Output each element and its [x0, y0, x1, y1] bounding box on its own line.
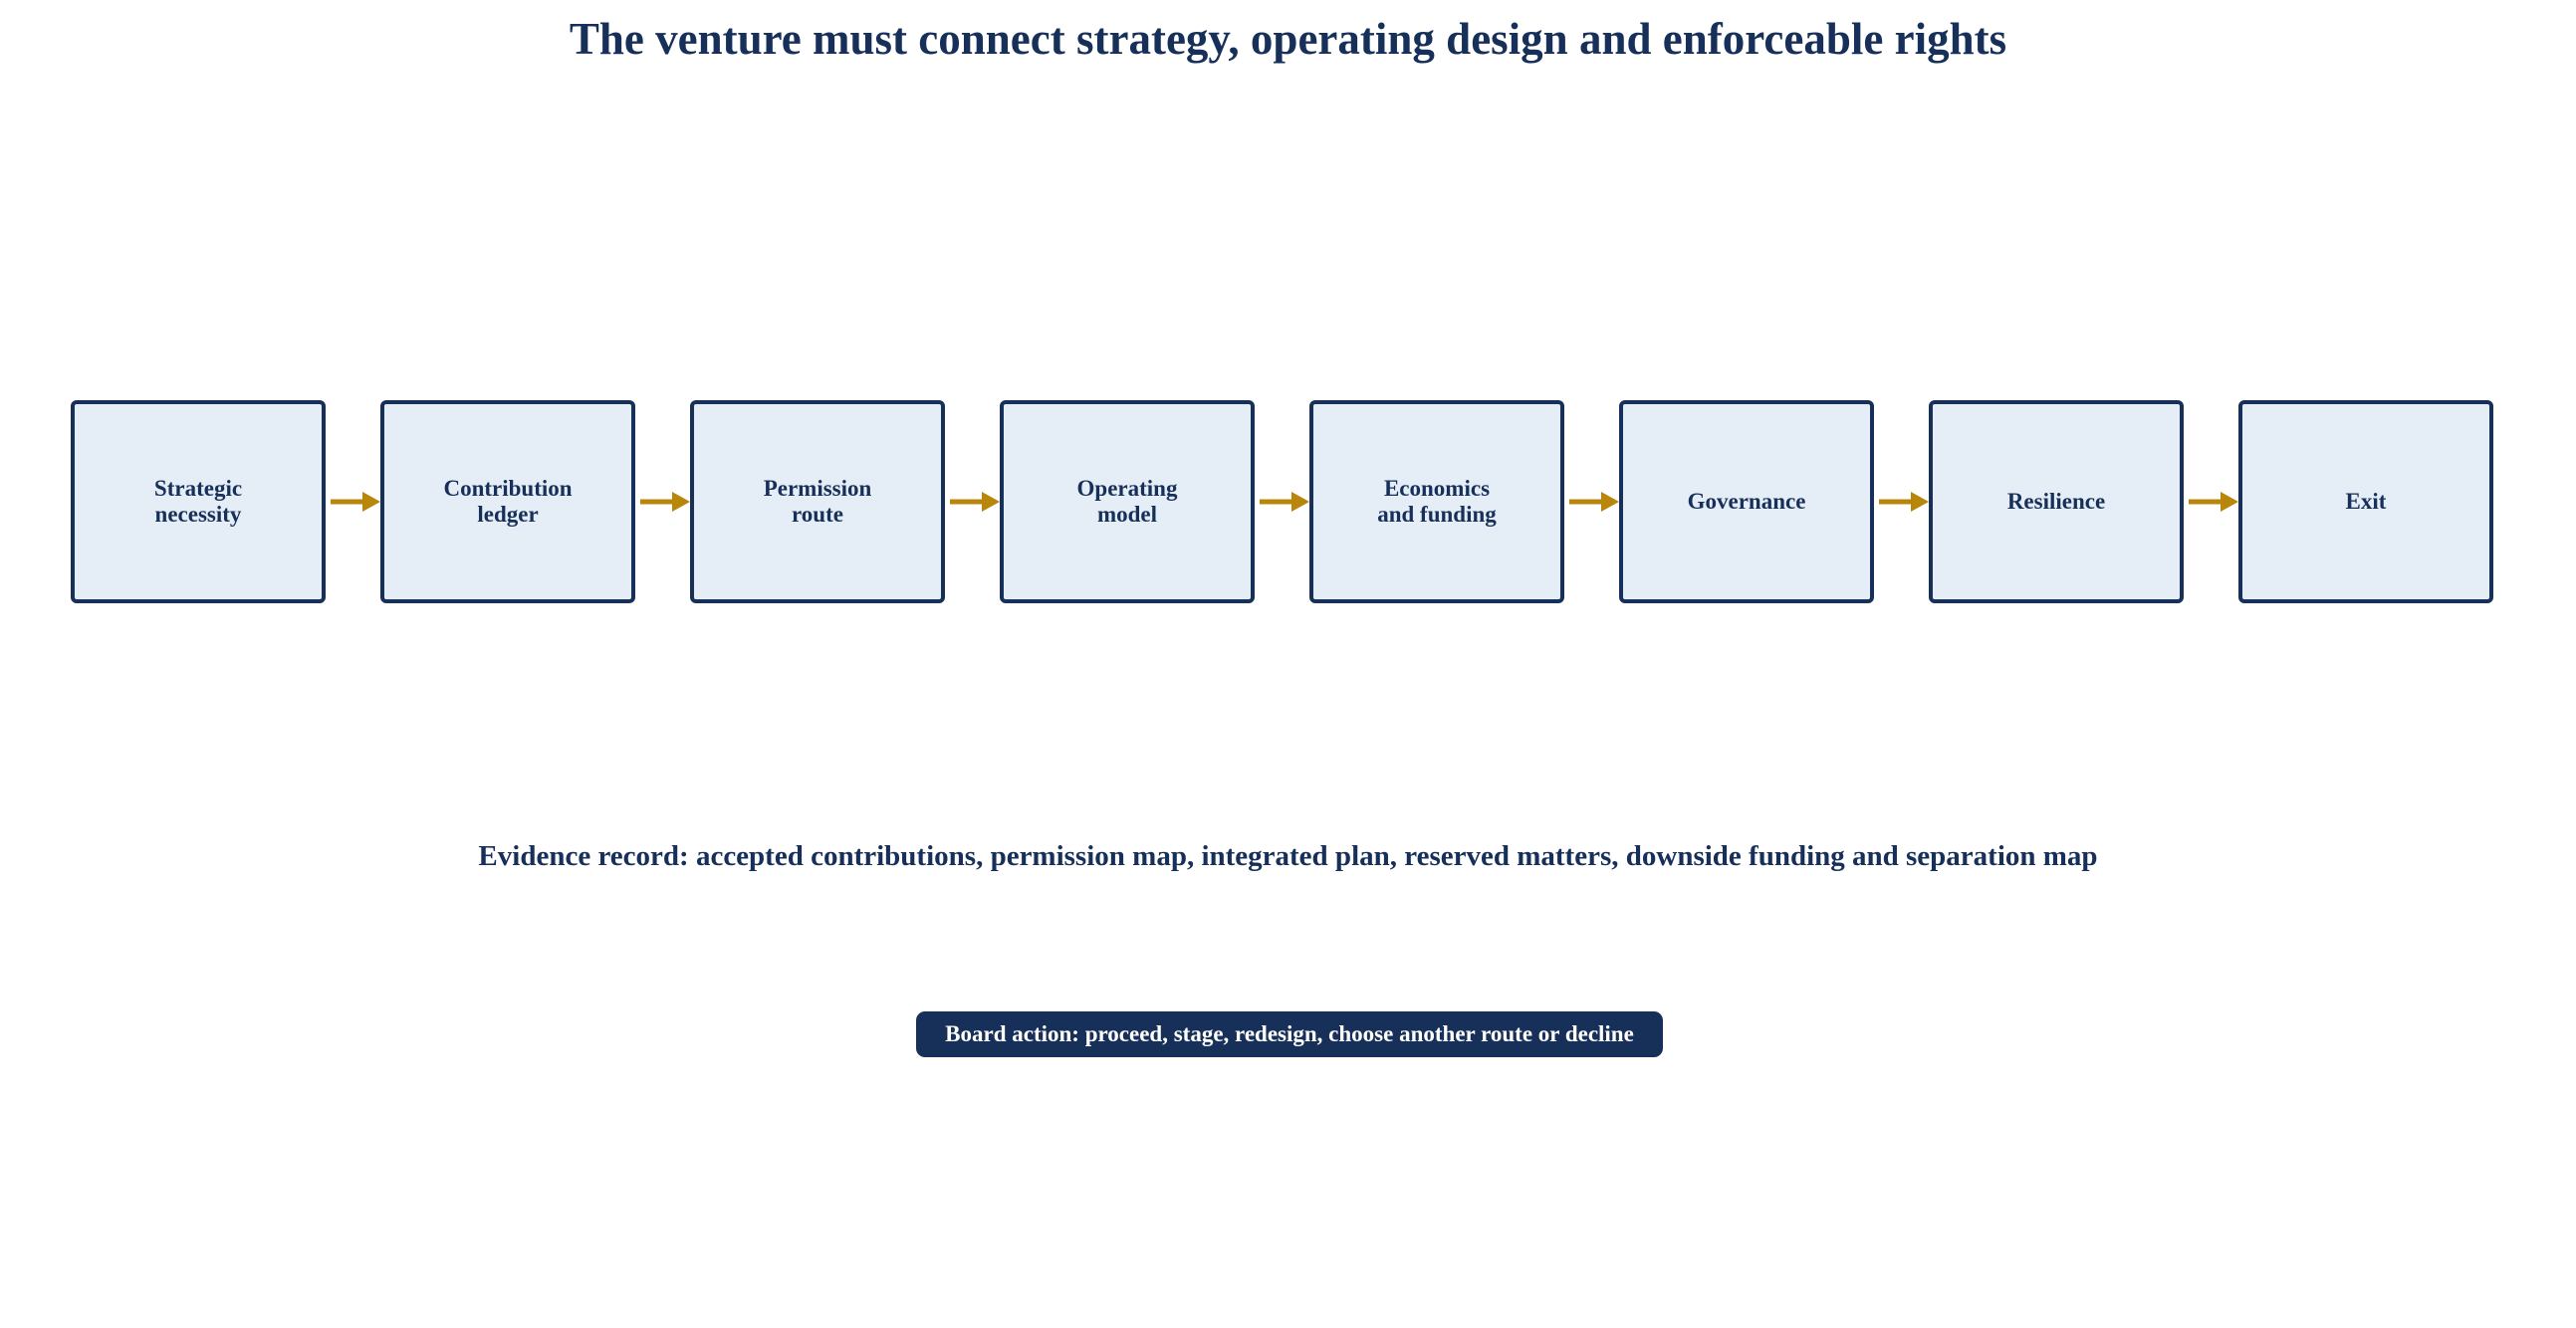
step-label: Strategic necessity	[153, 476, 243, 527]
step-label: Permission route	[763, 476, 872, 527]
arrow-right-icon	[950, 492, 1000, 512]
arrow-right-icon	[2189, 492, 2238, 512]
arrow-right-icon	[1879, 492, 1929, 512]
step-label: Operating model	[1076, 476, 1178, 527]
step-permission-route: Permission route	[690, 400, 945, 603]
arrow-right-icon	[331, 492, 380, 512]
step-label: Governance	[1687, 489, 1806, 514]
arrow-right-icon	[640, 492, 690, 512]
page-title: The venture must connect strategy, opera…	[569, 14, 2007, 64]
step-strategic-necessity: Strategic necessity	[71, 400, 326, 603]
step-label: Resilience	[2006, 489, 2106, 514]
step-operating-model: Operating model	[1000, 400, 1255, 603]
board-action-badge: Board action: proceed, stage, redesign, …	[916, 1011, 1663, 1057]
evidence-record: Evidence record: accepted contributions,…	[478, 840, 2098, 872]
step-governance: Governance	[1619, 400, 1874, 603]
step-label: Exit	[2345, 489, 2387, 514]
step-label: Contribution ledger	[443, 476, 573, 527]
step-exit: Exit	[2238, 400, 2493, 603]
step-contribution-ledger: Contribution ledger	[380, 400, 635, 603]
arrow-right-icon	[1569, 492, 1619, 512]
board-action-label: Board action: proceed, stage, redesign, …	[945, 1021, 1634, 1046]
step-label: Economics and funding	[1377, 476, 1497, 527]
arrow-right-icon	[1260, 492, 1309, 512]
step-economics-and-funding: Economics and funding	[1309, 400, 1564, 603]
step-resilience: Resilience	[1929, 400, 2184, 603]
